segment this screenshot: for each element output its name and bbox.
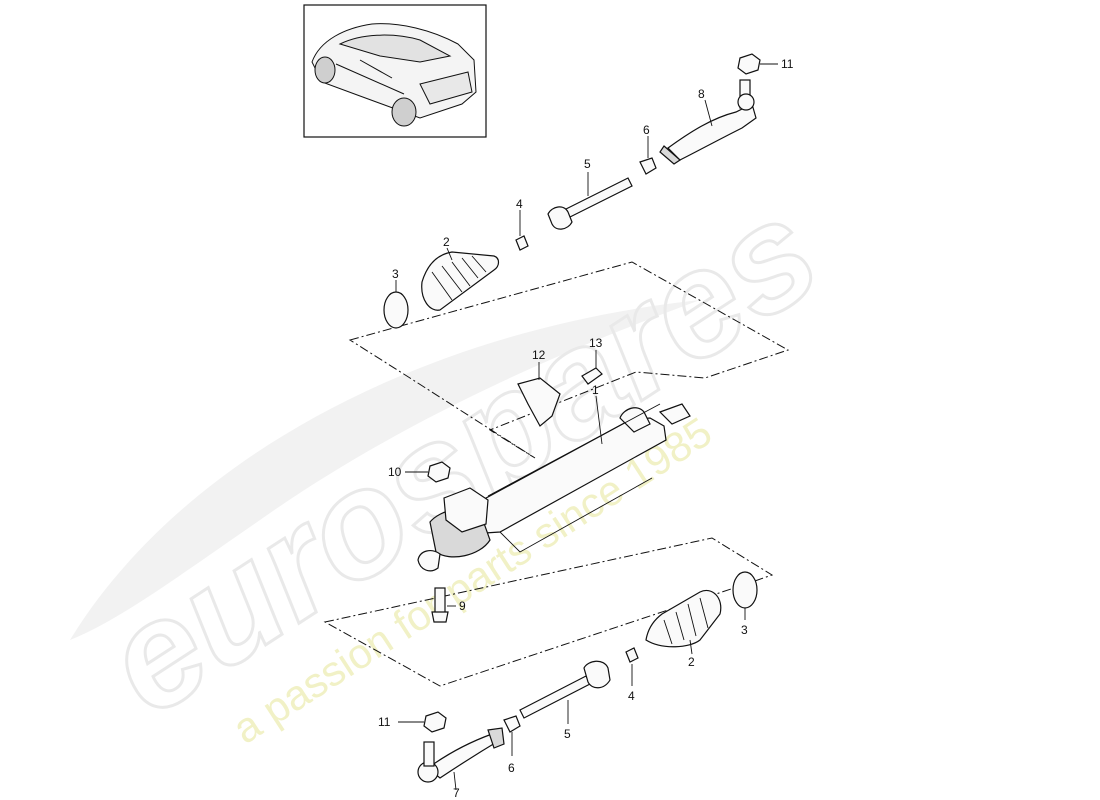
callout-4-bottom: 4 — [628, 689, 635, 703]
tie-rod-end-right — [659, 79, 757, 165]
callout-labels: 1 2 2 3 3 4 4 5 5 6 6 7 8 9 10 11 11 12 … — [378, 57, 794, 800]
bolt-13 — [581, 350, 603, 385]
lower-boot-boundary — [323, 537, 774, 687]
nut-10 — [405, 461, 451, 483]
bolt-9 — [431, 587, 456, 623]
clamp-bottom — [732, 571, 758, 620]
heat-shield — [517, 362, 561, 427]
watermark-swoosh — [70, 300, 700, 640]
lock-nut-top — [639, 136, 657, 175]
car-icon — [311, 23, 477, 127]
callout-7: 7 — [453, 786, 460, 800]
clip-bottom — [625, 647, 639, 686]
clamp-top — [383, 280, 409, 329]
clip-top — [515, 210, 529, 251]
inner-tie-rod-top — [547, 172, 633, 230]
callout-1: 1 — [592, 383, 599, 397]
nut-bottom — [398, 711, 447, 733]
nut-top — [737, 53, 778, 75]
callout-11-top: 11 — [781, 57, 794, 71]
callout-2-top: 2 — [443, 235, 450, 249]
tie-rod-end-left — [417, 727, 505, 791]
callout-5-top: 5 — [584, 157, 591, 171]
callout-13: 13 — [589, 336, 603, 350]
inner-tie-rod-bottom — [519, 660, 611, 724]
callout-3-top: 3 — [392, 267, 399, 281]
lock-nut-bottom — [503, 715, 521, 756]
callout-5-bottom: 5 — [564, 727, 571, 741]
callout-11-bottom: 11 — [378, 715, 391, 729]
callout-2-bottom: 2 — [688, 655, 695, 669]
steering-rack — [417, 395, 691, 572]
callout-6-top: 6 — [643, 123, 650, 137]
callout-8: 8 — [698, 87, 705, 101]
callout-12: 12 — [532, 348, 546, 362]
callout-9: 9 — [459, 599, 466, 613]
bellows-bottom — [645, 589, 722, 655]
car-thumbnail — [303, 4, 487, 138]
bellows-top — [421, 247, 500, 311]
upper-boot-boundary — [348, 261, 790, 459]
callout-3-bottom: 3 — [741, 623, 748, 637]
callout-10: 10 — [388, 465, 402, 479]
callout-4-top: 4 — [516, 197, 523, 211]
callout-6-bottom: 6 — [508, 761, 515, 775]
